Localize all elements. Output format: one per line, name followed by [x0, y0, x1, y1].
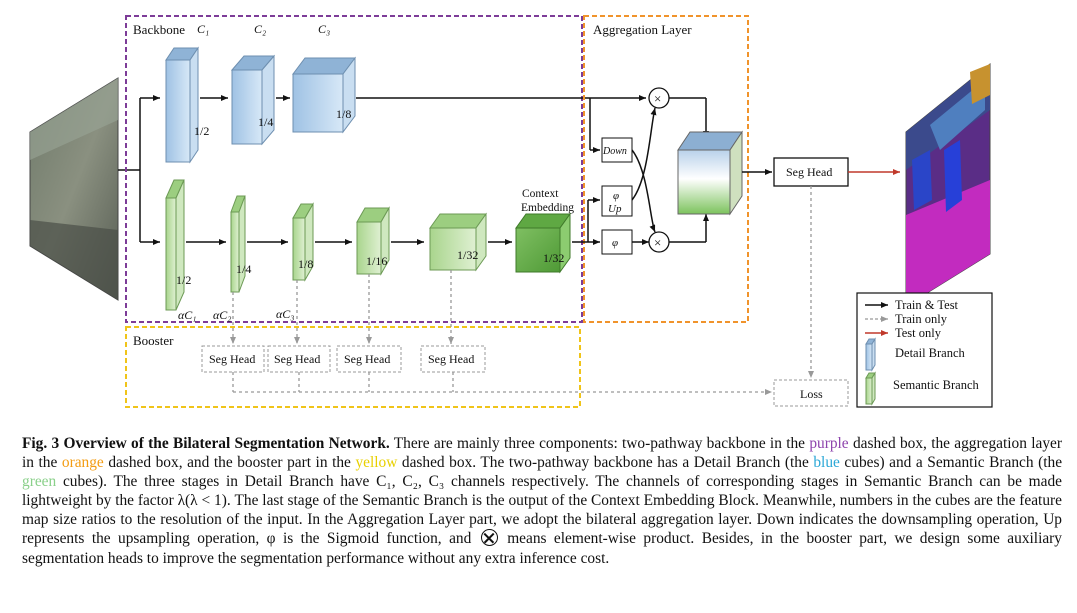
otimes-icon	[480, 529, 498, 547]
caption-text-7: means element-wise product. Besides, in …	[22, 530, 1063, 567]
detail-ratio-3: 1/8	[336, 107, 351, 121]
legend-detail-cube-icon	[865, 337, 876, 372]
semantic-cube-5	[429, 212, 487, 272]
main-seg-head	[773, 157, 849, 187]
caption-word-orange: orange	[61, 454, 104, 472]
semantic-cube-4	[356, 206, 390, 276]
caption-word-purple: purple	[809, 435, 849, 452]
aggregation-label: Aggregation Layer	[593, 22, 692, 37]
ac1-label: αC₁	[178, 308, 196, 322]
caption-word-yellow: yellow	[355, 454, 398, 472]
caption-text-4: dashed box. The two-pathway backbone has…	[401, 454, 809, 472]
legend-box	[856, 292, 993, 408]
booster-seg-head-2-label: Seg Head	[274, 352, 320, 366]
input-image	[29, 77, 119, 301]
legend-detail-branch: Detail Branch	[895, 346, 966, 360]
phi-op-label: φ	[612, 237, 618, 249]
phi-up-op	[601, 185, 633, 217]
semantic-cube-3	[292, 202, 314, 282]
c2-label: C₂	[254, 22, 266, 36]
caption-word-blue: blue	[813, 454, 840, 472]
booster-seg-head-3	[336, 345, 402, 373]
detail-cube-1	[165, 46, 199, 164]
detail-cube-2	[230, 54, 276, 146]
legend-test-only: Test only	[895, 326, 942, 340]
detail-ratio-2: 1/4	[258, 115, 273, 129]
backbone-box	[125, 15, 583, 323]
caption-text-1: There are mainly three components: two-p…	[393, 435, 806, 452]
semantic-ratio-4: 1/16	[366, 254, 387, 268]
main-seg-head-label: Seg Head	[786, 165, 832, 179]
semantic-ratio-5: 1/32	[457, 248, 478, 262]
output-segmentation	[905, 62, 991, 307]
context-embedding-line1: Context	[522, 188, 559, 200]
figure-caption: Fig. 3 Overview of the Bilateral Segment…	[22, 434, 1062, 568]
legend-train-test: Train & Test	[895, 298, 959, 312]
legend-semantic-branch: Semantic Branch	[893, 378, 979, 392]
c1-label: C₁	[197, 22, 209, 36]
booster-seg-head-4-label: Seg Head	[428, 352, 474, 366]
down-op-label: Down	[602, 146, 627, 157]
caption-word-green: green	[22, 473, 57, 491]
c3-label: C₃	[318, 22, 330, 36]
caption-text-6: cubes). The three stages in Detail Branc…	[22, 473, 1062, 548]
multiply-bottom-sym: ×	[654, 235, 661, 250]
booster-box	[125, 326, 581, 408]
context-embedding-cube	[515, 212, 571, 274]
detail-cube-3	[292, 56, 356, 134]
caption-text-3: dashed box, and the booster part in the	[108, 454, 351, 472]
booster-label: Booster	[133, 333, 174, 348]
booster-seg-head-1-label: Seg Head	[209, 352, 255, 366]
bisenet-diagram: Backbone C₁ C₂ C₃ 1/2 1/4 1/8 1/2 1/4	[29, 15, 993, 408]
semantic-cube-2	[230, 195, 246, 293]
multiply-top-sym: ×	[654, 91, 661, 106]
loss-box	[773, 379, 849, 407]
phi-up-op-sym: φ	[613, 190, 619, 202]
caption-fig-label: Fig. 3	[22, 435, 60, 452]
semantic-ratio-2: 1/4	[236, 262, 251, 276]
down-op	[601, 137, 633, 163]
loss-label: Loss	[800, 387, 823, 401]
ac2-label: αC₂	[213, 308, 231, 322]
caption-text-2: dashed box, the aggregation layer in the	[22, 435, 1062, 472]
semantic-ratio-1: 1/2	[176, 273, 191, 287]
legend-train-only: Train only	[895, 312, 948, 326]
caption-text-5: cubes) and a Semantic Branch (the	[844, 454, 1063, 472]
semantic-ratio-3: 1/8	[298, 257, 313, 271]
aggregated-cube	[677, 130, 743, 216]
context-embedding-ratio: 1/32	[543, 251, 564, 265]
detail-ratio-1: 1/2	[194, 124, 209, 138]
backbone-label: Backbone	[133, 22, 185, 37]
booster-seg-head-4	[420, 345, 486, 373]
semantic-cube-1	[165, 179, 185, 311]
caption-fig-title: Overview of the Bilateral Segmentation N…	[63, 435, 390, 452]
phi-op	[601, 229, 633, 255]
ac3-label: αC₃	[276, 307, 294, 321]
booster-seg-head-1	[201, 345, 265, 373]
context-embedding-line2: Embedding	[521, 202, 574, 214]
booster-seg-head-3-label: Seg Head	[344, 352, 390, 366]
phi-up-op-up: Up	[608, 203, 622, 215]
aggregation-box	[583, 15, 749, 323]
legend-semantic-cube-icon	[865, 371, 876, 406]
booster-seg-head-2	[267, 345, 331, 373]
